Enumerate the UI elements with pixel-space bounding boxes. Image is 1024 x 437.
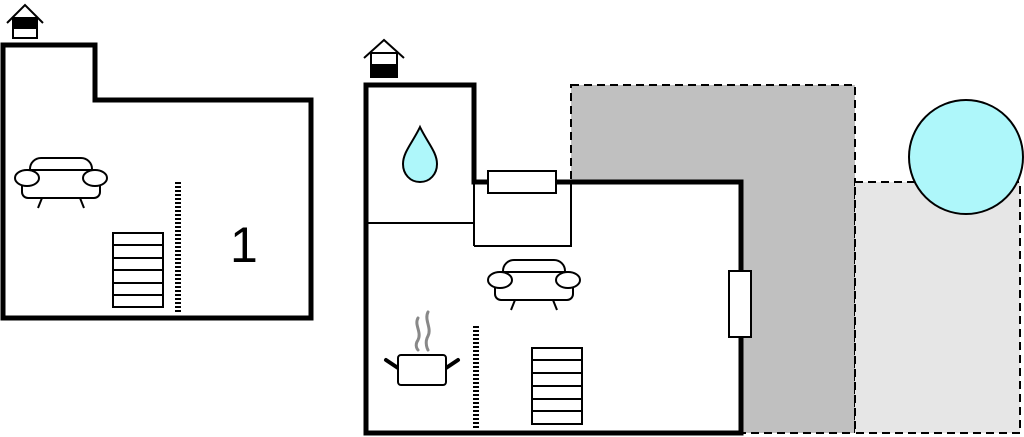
stairs-icon xyxy=(112,232,164,308)
garden-area xyxy=(854,181,1021,434)
house-icon xyxy=(6,3,44,39)
entry-alcove xyxy=(474,182,572,247)
steam-icon xyxy=(414,310,431,352)
terrace-area xyxy=(570,84,856,434)
upper-floor-walls xyxy=(0,42,314,321)
upper-floor-plan: 1 xyxy=(0,3,314,321)
house-icon xyxy=(363,38,405,78)
floor-label: 1 xyxy=(230,217,258,273)
water-drop-icon xyxy=(401,124,439,184)
ground-floor-plan xyxy=(363,38,1024,436)
sofa-icon xyxy=(14,157,108,209)
pool-icon xyxy=(908,99,1024,215)
stairs-icon xyxy=(531,347,583,425)
cooking-pot-icon xyxy=(384,354,460,386)
window-icon xyxy=(487,170,557,194)
ground-floor-walls xyxy=(363,82,744,436)
sofa-icon xyxy=(487,259,581,311)
window-icon xyxy=(728,270,752,338)
